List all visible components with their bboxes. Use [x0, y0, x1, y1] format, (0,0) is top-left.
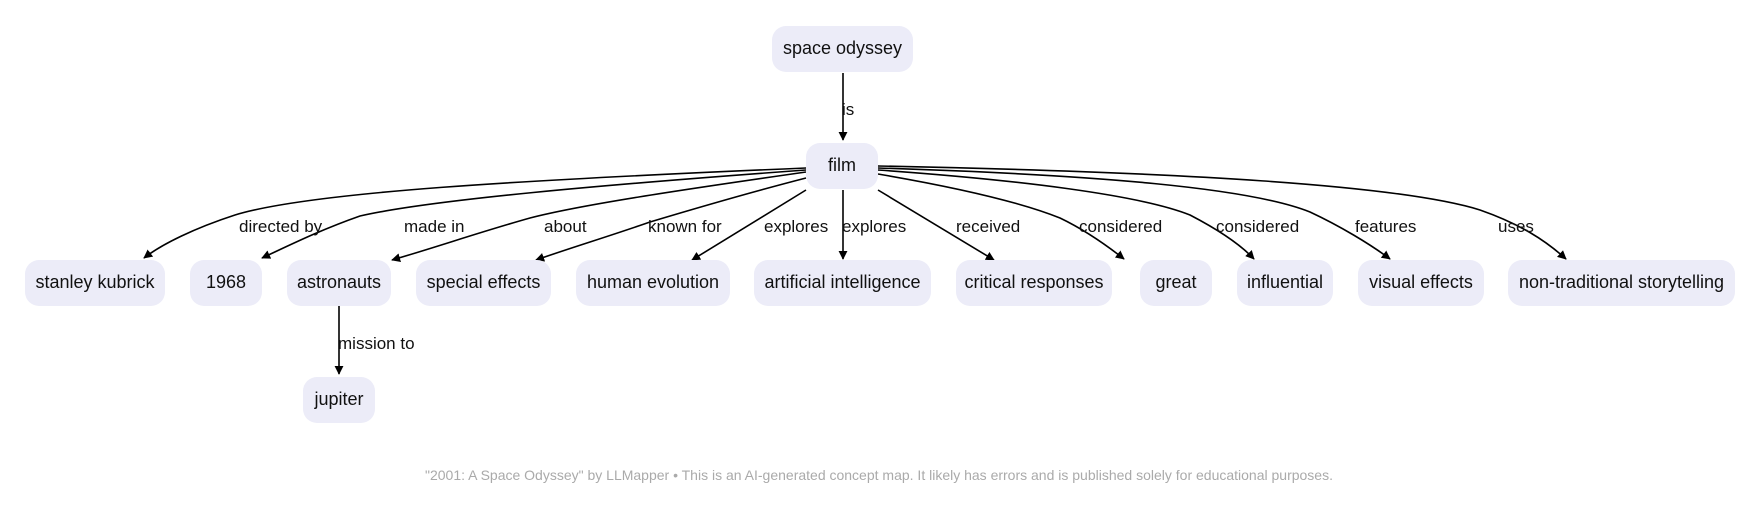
node-label-visual-effects: visual effects — [1369, 272, 1473, 292]
node-label-non-traditional-storytelling: non-traditional storytelling — [1519, 272, 1724, 292]
edge-features — [877, 167, 1391, 260]
node-1968[interactable]: 1968 — [190, 260, 262, 306]
edge-label-explores-1: explores — [764, 217, 828, 236]
node-label-artificial-intelligence: artificial intelligence — [764, 272, 920, 292]
node-stanley-kubrick[interactable]: stanley kubrick — [25, 260, 165, 306]
node-astronauts[interactable]: astronauts — [287, 260, 391, 306]
edge-explores-1 — [691, 189, 807, 261]
node-label-1968: 1968 — [206, 272, 246, 292]
node-label-influential: influential — [1247, 272, 1323, 292]
node-film[interactable]: film — [806, 143, 878, 189]
edge-label-directed-by: directed by — [239, 217, 323, 236]
edge-label-features: features — [1355, 217, 1416, 236]
edge-received — [877, 189, 995, 261]
node-label-human-evolution: human evolution — [587, 272, 719, 292]
edge-label-considered-2: considered — [1216, 217, 1299, 236]
edge-uses — [877, 165, 1567, 260]
edge-label-mission-to: mission to — [338, 334, 415, 353]
edge-about — [391, 171, 807, 263]
node-artificial-intelligence[interactable]: artificial intelligence — [754, 260, 931, 306]
node-great[interactable]: great — [1140, 260, 1212, 306]
edge-label-about: about — [544, 217, 587, 236]
edge-considered-2 — [877, 169, 1255, 260]
node-human-evolution[interactable]: human evolution — [576, 260, 730, 306]
edge-label-is: is — [842, 100, 854, 119]
node-label-stanley-kubrick: stanley kubrick — [35, 272, 155, 292]
node-critical-responses[interactable]: critical responses — [956, 260, 1112, 306]
node-visual-effects[interactable]: visual effects — [1358, 260, 1484, 306]
edge-made-in — [261, 169, 807, 259]
edge-label-explores-2: explores — [842, 217, 906, 236]
node-label-special-effects: special effects — [427, 272, 541, 292]
edges — [143, 73, 1567, 375]
footer-caption: "2001: A Space Odyssey" by LLMapper • Th… — [425, 467, 1333, 483]
edge-label-uses: uses — [1498, 217, 1534, 236]
nodes: space odyssey film stanley kubrick 1968 … — [25, 26, 1735, 423]
edge-directed-by — [143, 167, 807, 259]
node-label-critical-responses: critical responses — [964, 272, 1103, 292]
node-label-film: film — [828, 155, 856, 175]
node-space-odyssey[interactable]: space odyssey — [772, 26, 913, 72]
node-label-jupiter: jupiter — [313, 389, 363, 409]
node-label-astronauts: astronauts — [297, 272, 381, 292]
edge-label-received: received — [956, 217, 1020, 236]
edge-label-considered-1: considered — [1079, 217, 1162, 236]
edge-labels: is directed by made in about known for e… — [239, 100, 1534, 353]
node-jupiter[interactable]: jupiter — [303, 377, 375, 423]
edge-considered-1 — [877, 173, 1125, 260]
node-special-effects[interactable]: special effects — [416, 260, 551, 306]
edge-label-known-for: known for — [648, 217, 722, 236]
node-non-traditional-storytelling[interactable]: non-traditional storytelling — [1508, 260, 1735, 306]
edge-label-made-in: made in — [404, 217, 464, 236]
node-label-great: great — [1155, 272, 1196, 292]
node-influential[interactable]: influential — [1237, 260, 1333, 306]
edge-known-for — [535, 177, 807, 262]
node-label-space-odyssey: space odyssey — [783, 38, 902, 58]
